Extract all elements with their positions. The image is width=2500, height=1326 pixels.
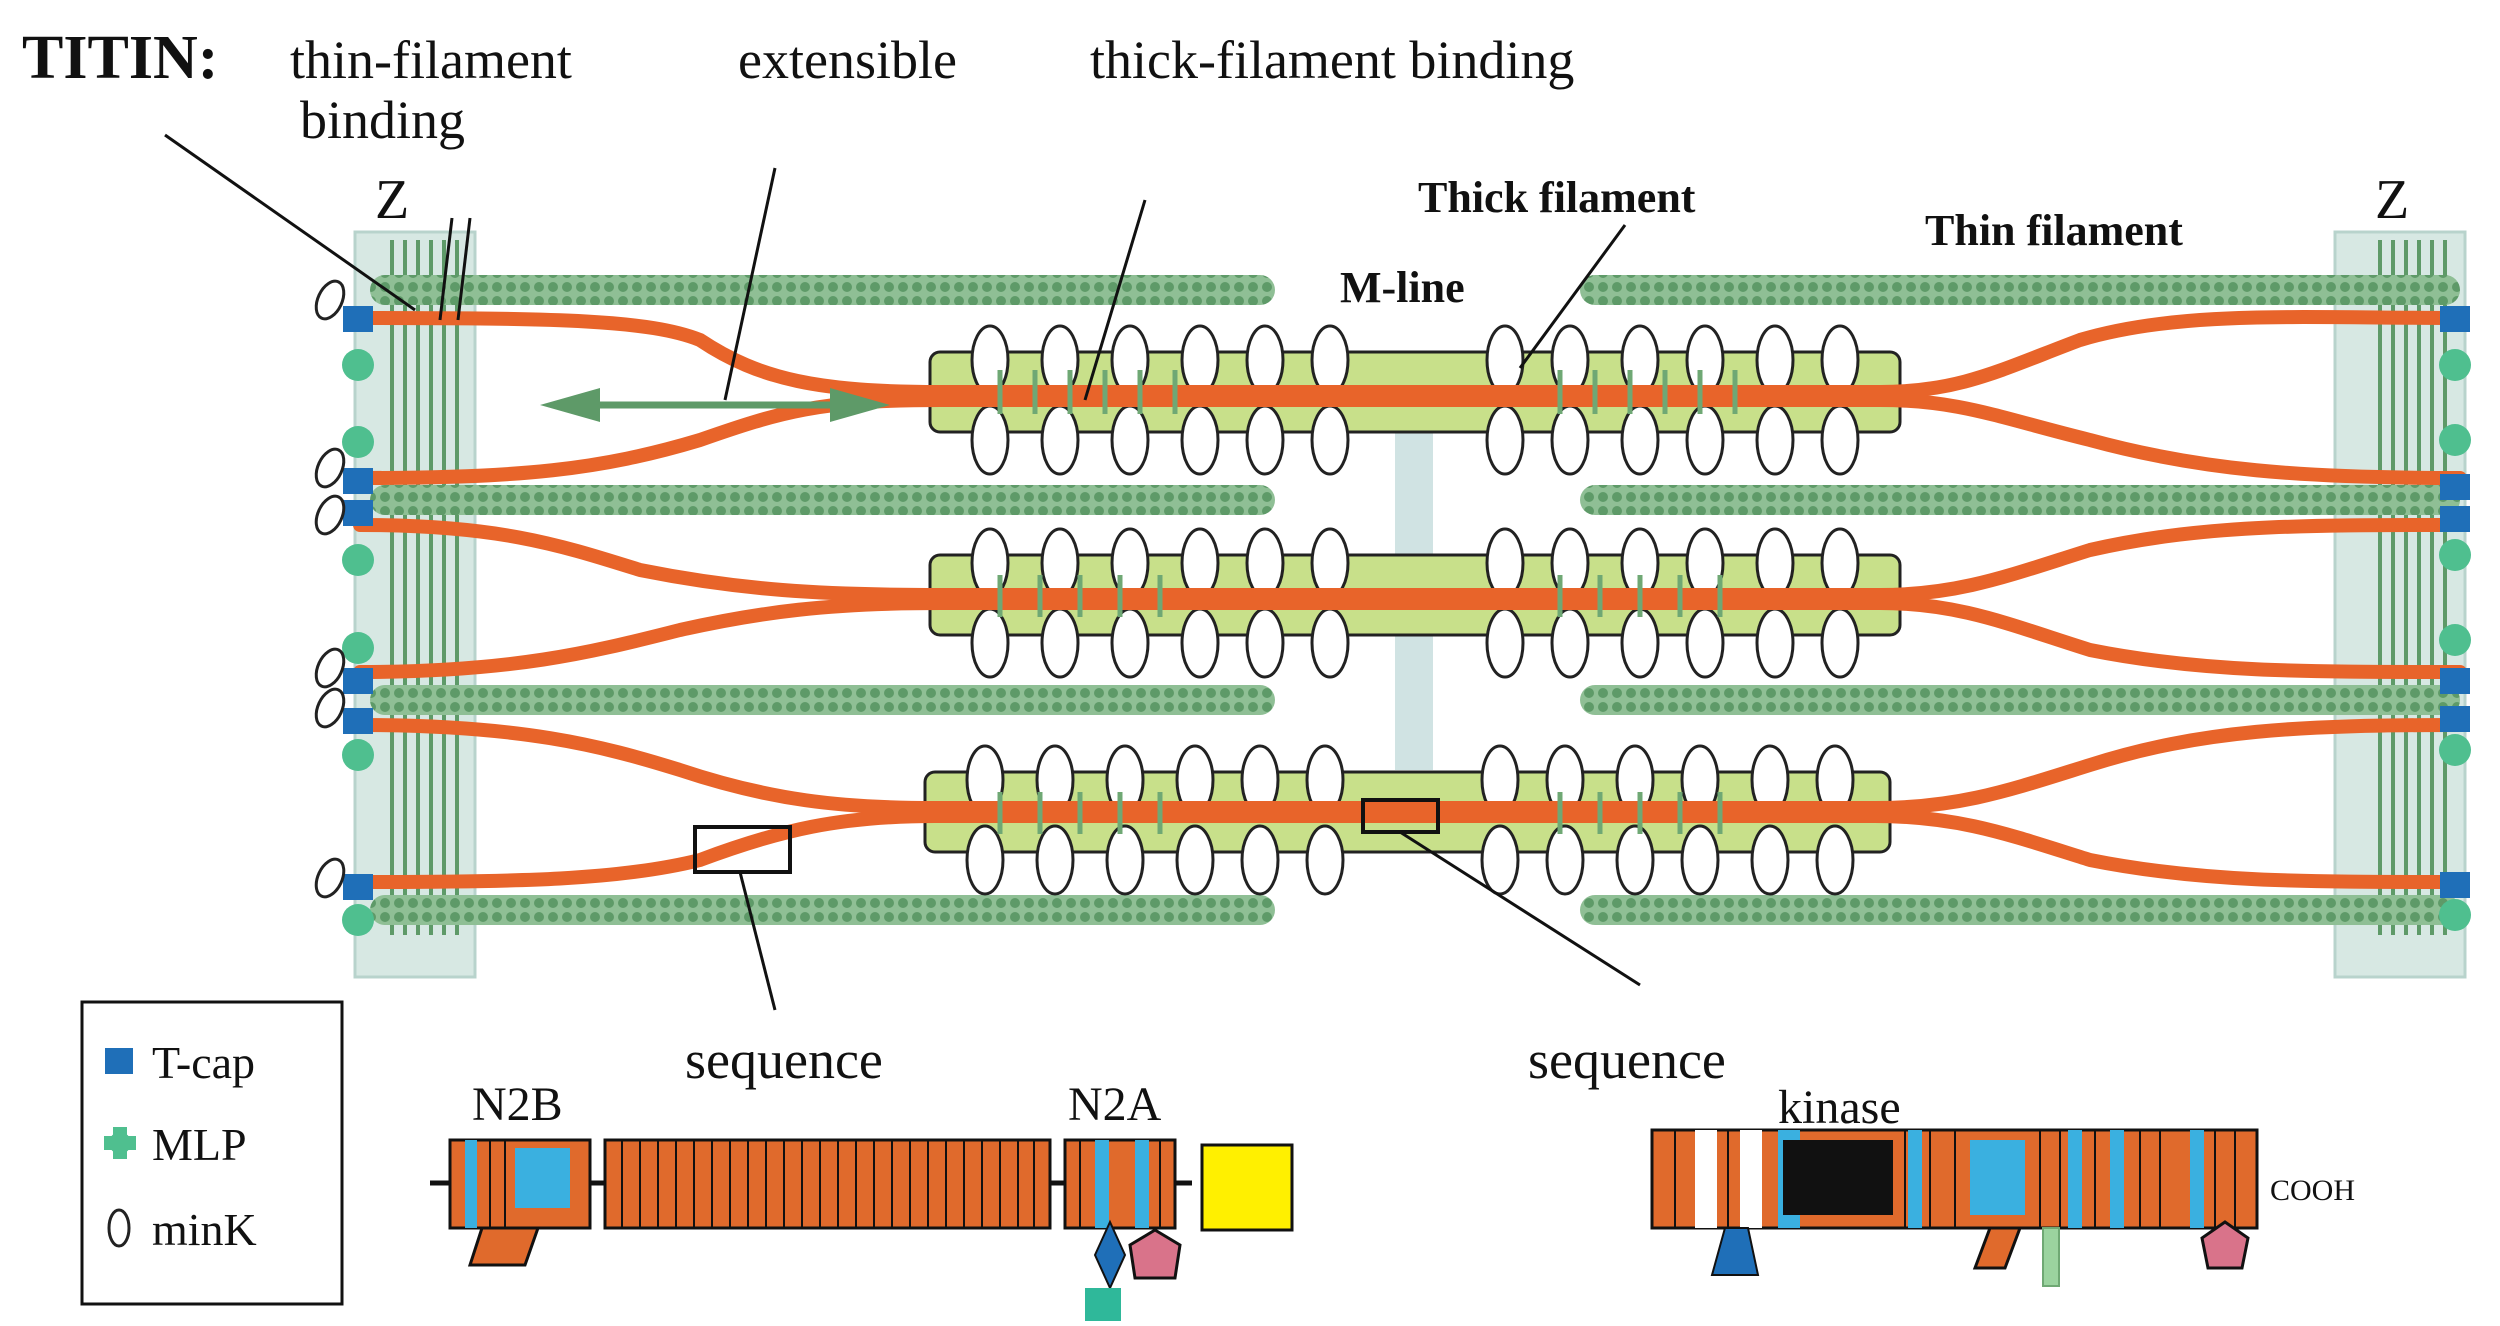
titin-strands — [353, 310, 2467, 889]
mink-icon — [314, 857, 346, 899]
n2a-label: N2A — [1068, 1078, 1162, 1131]
t-cap-icon — [2440, 474, 2470, 500]
z-left-proteins — [314, 279, 374, 936]
sequence-box-left — [693, 825, 792, 874]
ellipse-icon — [107, 1208, 131, 1248]
extensible-label: extensible — [738, 30, 957, 90]
thick-filament-row-3 — [923, 744, 1892, 896]
t-cap-icon — [2440, 668, 2470, 694]
thin-filament — [370, 895, 1275, 925]
titin-strand — [353, 310, 2467, 399]
titin-strand — [353, 718, 2467, 815]
z-left-label: Z — [375, 169, 409, 231]
thin-filament-binding-label-2: binding — [300, 90, 465, 150]
legend-item-t-cap: T-cap — [152, 1037, 255, 1088]
cooh-label: COOH — [2270, 1174, 2355, 1207]
thin-filament — [370, 685, 1275, 715]
titin-strand — [353, 393, 2467, 485]
mlp-icon — [2439, 349, 2471, 381]
t-cap-icon — [343, 468, 373, 494]
t-cap-icon — [343, 874, 373, 900]
z-right-proteins — [2439, 306, 2471, 931]
mlp-icon — [2439, 899, 2471, 931]
mink-icon — [314, 279, 346, 321]
t-cap-icon — [343, 306, 373, 332]
thin-filament — [370, 485, 1275, 515]
mlp-icon — [2439, 624, 2471, 656]
thick-filament-binding-label: thick-filament binding — [1090, 30, 1574, 90]
mlp-icon — [2439, 424, 2471, 456]
legend-item-mlp: MLP — [152, 1119, 247, 1170]
thin-filaments — [370, 275, 2460, 925]
thin-filament — [1580, 685, 2460, 715]
t-cap-icon — [2440, 706, 2470, 732]
n2b-label: N2B — [472, 1078, 563, 1131]
mlp-icon — [342, 632, 374, 664]
mlp-icon — [2439, 734, 2471, 766]
sequence-label-right: sequence — [1528, 1030, 1726, 1090]
thin-filament — [1580, 485, 2460, 515]
thick-filament-marks — [997, 370, 1738, 834]
mlp-icon — [342, 904, 374, 936]
figure-title: TITIN: — [22, 24, 218, 92]
titin-strand — [353, 596, 2467, 679]
titin-strand — [353, 518, 2467, 602]
t-cap-icon — [343, 708, 373, 734]
sequence-label-left: sequence — [685, 1030, 883, 1090]
domain-map-m-band: kinase COOH — [1650, 1081, 2355, 1287]
thin-filament — [1580, 275, 2460, 305]
t-cap-icon — [2440, 872, 2470, 898]
thin-filament — [370, 275, 1275, 305]
mlp-icon — [342, 544, 374, 576]
thin-filament-binding-label: thin-filament — [290, 30, 572, 90]
thin-filament — [1580, 895, 2460, 925]
t-cap-icon — [343, 668, 373, 694]
legend: T-cap MLP minK — [80, 1000, 344, 1306]
square-icon — [105, 1048, 133, 1074]
cross-icon — [104, 1127, 136, 1159]
mink-icon — [314, 687, 346, 729]
mlp-icon — [2439, 539, 2471, 571]
t-cap-icon — [2440, 506, 2470, 532]
titin-strand — [353, 809, 2467, 889]
thick-filament-label: Thick filament — [1418, 173, 1696, 222]
mink-icon — [314, 494, 346, 536]
t-cap-icon — [2440, 306, 2470, 332]
kinase-label: kinase — [1778, 1081, 1901, 1134]
domain-map-i-band: N2B N2A — [430, 1078, 1294, 1321]
mlp-icon — [342, 739, 374, 771]
z-disc-left — [353, 230, 477, 979]
mink-icon — [314, 647, 346, 689]
extensible-arrow — [540, 388, 890, 422]
legend-item-mink: minK — [152, 1204, 257, 1255]
mlp-icon — [342, 426, 374, 458]
leader-lines — [164, 133, 1641, 1011]
z-right-label: Z — [2375, 169, 2409, 231]
mlp-icon — [342, 349, 374, 381]
t-cap-icon — [343, 500, 373, 526]
thin-filament-label: Thin filament — [1925, 206, 2183, 255]
z-disc-right — [2333, 230, 2467, 979]
mink-icon — [314, 447, 346, 489]
m-line-label: M-line — [1340, 263, 1465, 312]
